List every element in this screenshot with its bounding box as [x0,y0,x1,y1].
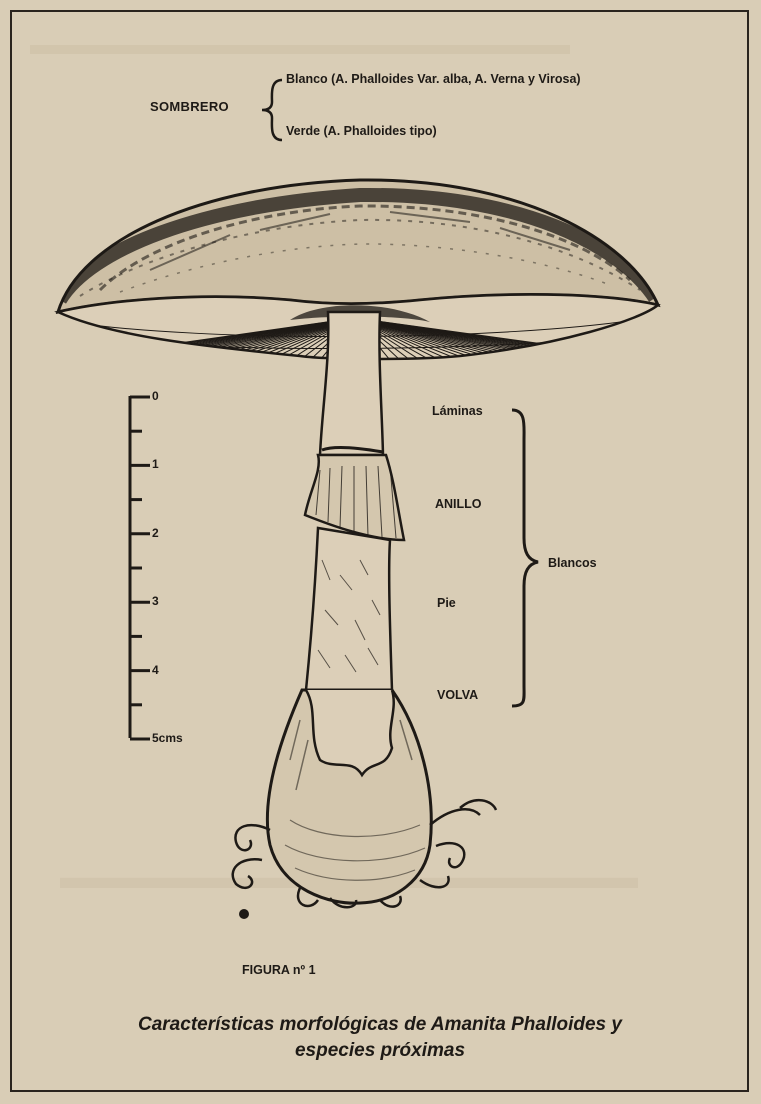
stem [305,312,404,690]
scale-tick-label: 4 [152,663,159,677]
sombrero-label: SOMBRERO [150,99,229,114]
part-label-pie: Pie [437,596,456,610]
caption-line-2: especies próximas [20,1038,740,1064]
scale-tick-label: 3 [152,594,159,608]
sombrero-option-blanco: Blanco (A. Phalloides Var. alba, A. Vern… [286,72,581,86]
volva [267,690,431,903]
part-label-anillo: ANILLO [435,497,482,511]
ink-dot [239,909,249,919]
parts-group-label: Blancos [548,556,597,570]
part-label-volva: VOLVA [437,688,478,702]
sombrero-brace [262,80,282,140]
figure-caption: Características morfológicas de Amanita … [20,1012,740,1064]
scale-ruler [130,396,150,739]
cap [58,180,658,312]
scale-tick-label: 2 [152,526,159,540]
sombrero-option-verde: Verde (A. Phalloides tipo) [286,124,437,138]
caption-line-1: Características morfológicas de Amanita … [20,1012,740,1038]
scale-tick-label: 1 [152,457,159,471]
scale-tick-label: 0 [152,389,159,403]
parts-brace [512,410,538,706]
part-label-laminas: Láminas [432,404,483,418]
scale-tick-label: 5cms [152,731,183,745]
figure-number: FIGURA nº 1 [242,963,316,977]
